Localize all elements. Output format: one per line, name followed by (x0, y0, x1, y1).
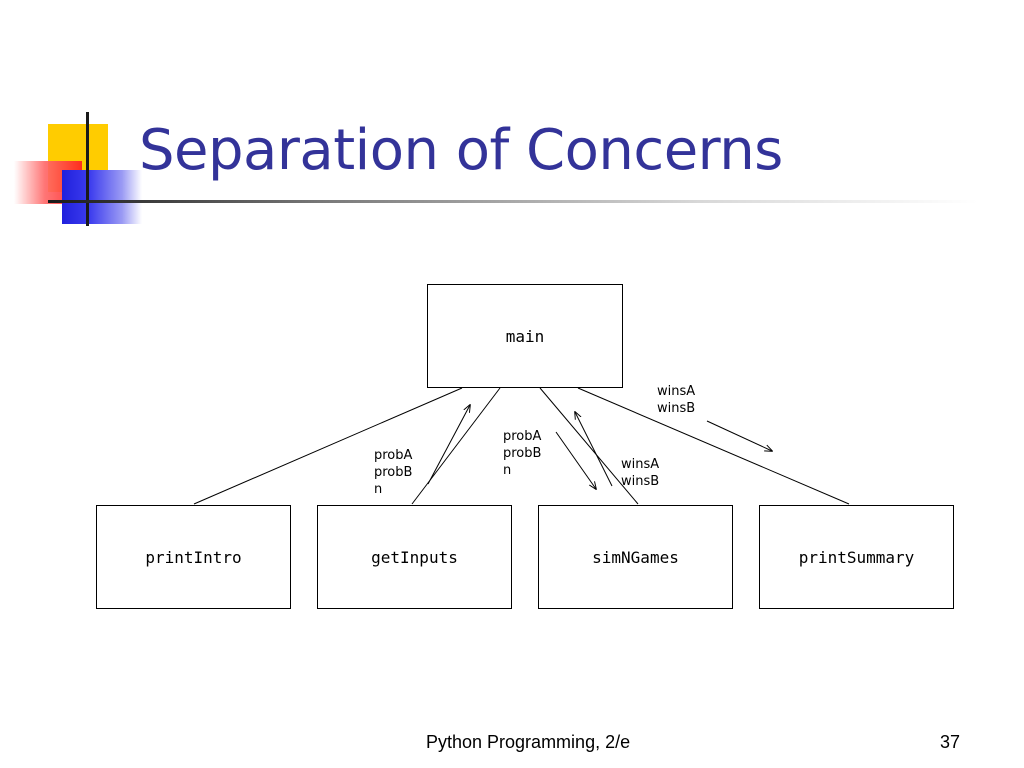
node-simngames-label: simNGames (592, 547, 679, 567)
label-item: probB (374, 465, 413, 480)
decor-vertical-line (86, 112, 89, 226)
page-number: 37 (940, 732, 961, 752)
label-item: winsB (621, 474, 660, 489)
node-printsummary: printSummary (759, 505, 954, 609)
node-main-label: main (505, 326, 545, 346)
label-item: probB (503, 446, 542, 461)
arrow-main-to-simngames (555, 431, 596, 489)
title-underline (48, 200, 978, 203)
edge-main-printsummary (577, 387, 850, 505)
node-printsummary-label: printSummary (798, 547, 915, 567)
node-simngames: simNGames (538, 505, 733, 609)
edge-main-getinputs (411, 387, 501, 505)
node-getinputs-label: getInputs (371, 547, 458, 567)
slide-title: Separation of Concerns (139, 118, 783, 183)
label-printsummary-params: winsA winsB (657, 383, 695, 417)
node-printintro: printIntro (96, 505, 291, 609)
label-item: n (374, 482, 383, 497)
label-item: winsA (657, 384, 696, 399)
node-printintro-label: printIntro (145, 547, 242, 567)
label-simngames-returns: winsA winsB (621, 456, 659, 490)
label-item: winsB (657, 401, 696, 416)
label-simngames-params: probA probB n (503, 428, 541, 479)
arrow-simngames-to-main (575, 412, 613, 487)
arrow-getinputs-to-main (427, 405, 470, 485)
footer-text: Python Programming, 2/e (426, 732, 631, 752)
label-item: winsA (621, 457, 660, 472)
label-getinputs-returns: probA probB n (374, 447, 412, 498)
decor-blue-square (62, 170, 142, 224)
node-main: main (427, 284, 623, 388)
label-item: n (503, 463, 512, 478)
label-item: probA (374, 448, 413, 463)
edge-main-printintro (193, 387, 463, 505)
edge-main-simngames (539, 387, 639, 505)
arrow-main-to-printsummary (706, 420, 772, 451)
label-item: probA (503, 429, 542, 444)
node-getinputs: getInputs (317, 505, 512, 609)
